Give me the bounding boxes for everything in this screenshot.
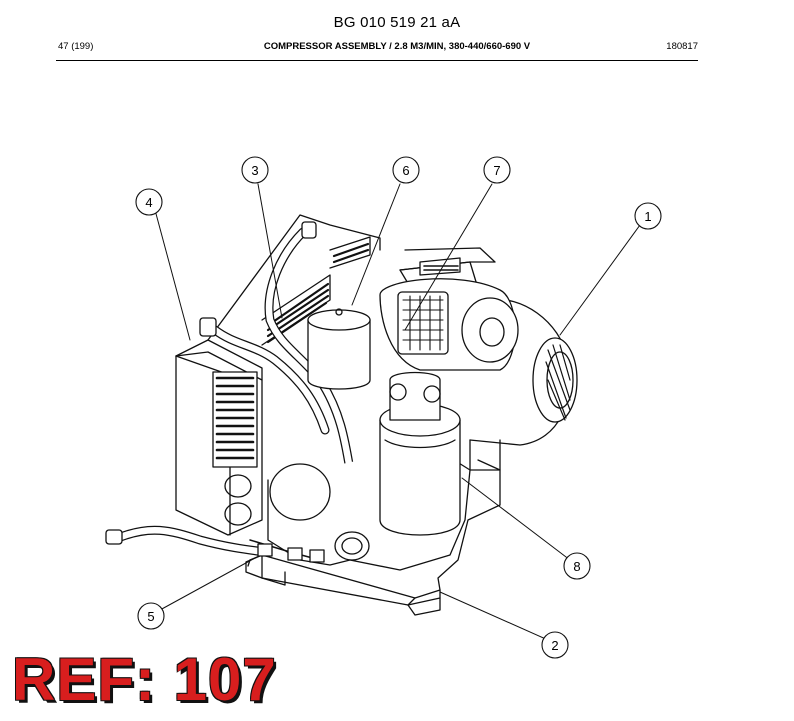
document-code: BG 010 519 21 aA: [333, 14, 461, 31]
leader-lines: [154, 183, 641, 641]
document-title: COMPRESSOR ASSEMBLY / 2.8 M3/MIN, 380-44…: [263, 41, 531, 52]
oil-separator: [379, 371, 461, 536]
ref-label: REF: 107: [12, 646, 277, 713]
electric-motor: [379, 247, 578, 471]
callout-5: 5: [147, 609, 154, 624]
callout-8: 8: [573, 559, 580, 574]
cooler-unit: [175, 214, 381, 536]
callout-markers: [135, 156, 662, 659]
filter-cartridge: [307, 308, 371, 390]
callout-6: 6: [402, 163, 409, 178]
callout-2: 2: [551, 638, 558, 653]
callout-circle-5: [137, 602, 165, 630]
callout-4: 4: [145, 195, 152, 210]
callout-circle-7: [483, 156, 511, 184]
document-date: 180817: [666, 41, 698, 52]
callout-7: 7: [493, 163, 500, 178]
callout-circle-3: [241, 156, 269, 184]
header-rule: [56, 60, 698, 61]
callout-3: 3: [251, 163, 258, 178]
callout-circle-2: [541, 631, 569, 659]
hoses: [105, 221, 355, 557]
callout-circle-6: [392, 156, 420, 184]
callout-circle-4: [135, 188, 163, 216]
page-number: 47 (199): [58, 41, 94, 52]
callout-circle-8: [563, 552, 591, 580]
callout-1: 1: [644, 209, 651, 224]
callout-circle-1: [634, 202, 662, 230]
